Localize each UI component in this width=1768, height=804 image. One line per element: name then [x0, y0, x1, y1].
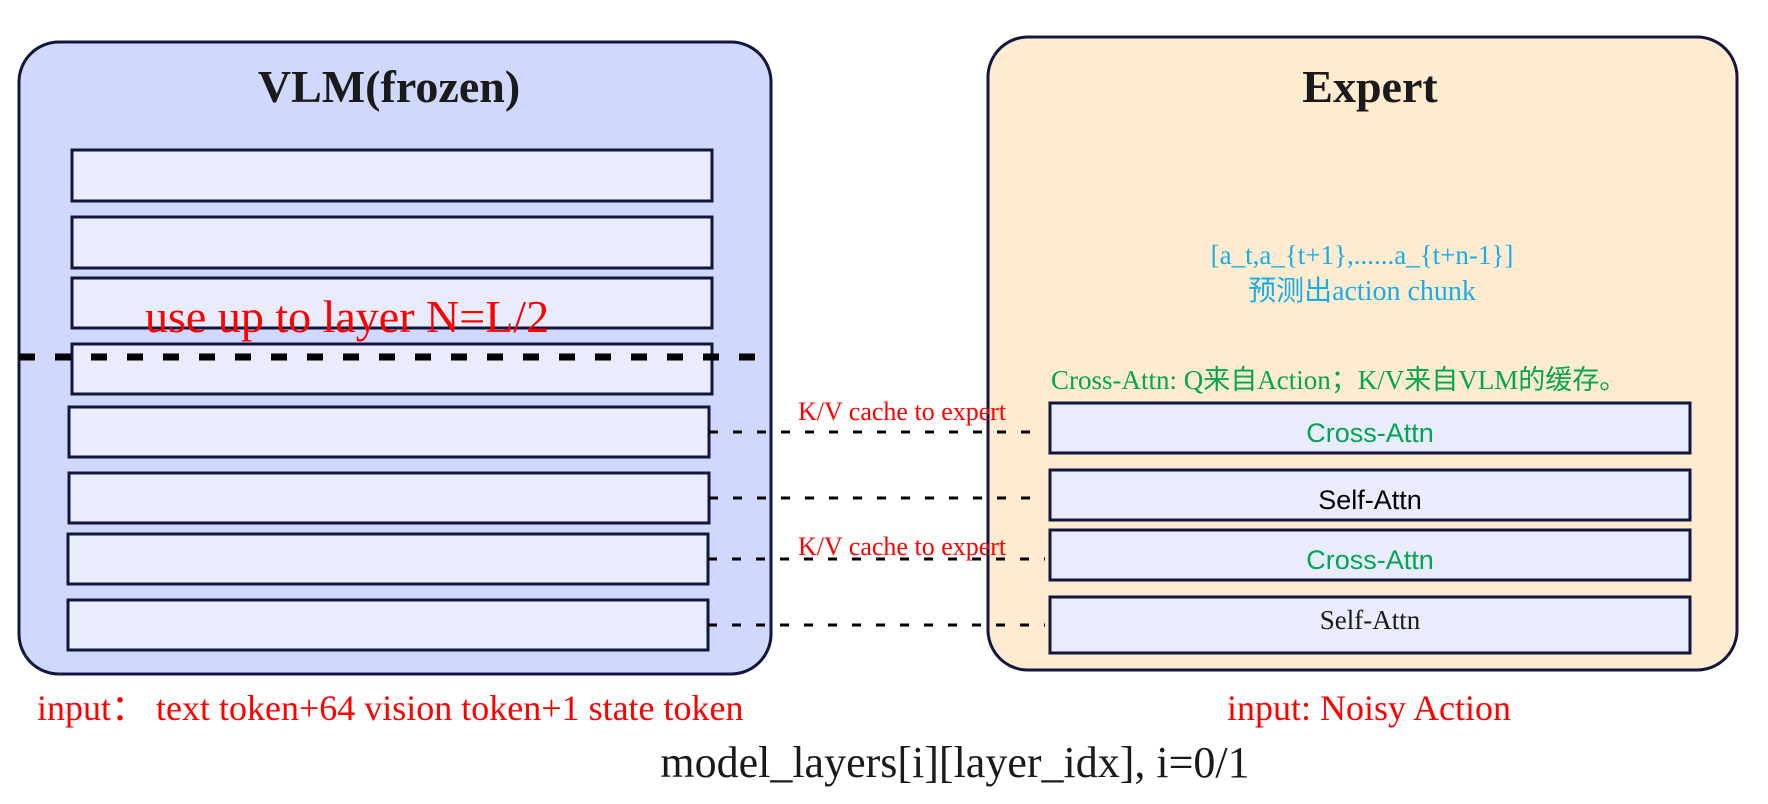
vlm-input-label: input： text token+64 vision token+1 stat… [37, 688, 744, 728]
kv-cache-label-2: K/V cache to expert [798, 532, 1007, 561]
expert-layer-1-label: Cross-Attn [1306, 418, 1434, 448]
expert-panel: Expert [a_t,a_{t+1},......a_{t+n-1}] 预测出… [986, 35, 1739, 672]
vlm-layer-6 [67, 471, 711, 525]
expert-input-label: input: Noisy Action [1227, 688, 1511, 728]
expert-layer-4-label: Self-Attn [1320, 605, 1421, 635]
vlm-layer-8 [66, 598, 710, 652]
expert-layer-4 [1048, 595, 1692, 655]
vlm-layer-3 [70, 276, 714, 330]
layer-cutoff-label: use up to layer N=L/2 [145, 291, 549, 342]
diagram-caption: model_layers[i][layer_idx], i=0/1 [660, 738, 1249, 787]
vlm-layer-5 [67, 405, 711, 459]
kv-connections: K/V cache to expert K/V cache to expert [708, 397, 1045, 627]
vlm-layer-4 [70, 342, 714, 396]
vlm-title: VLM(frozen) [258, 61, 520, 112]
prediction-line-2: 预测出action chunk [1248, 275, 1476, 307]
vlm-panel: VLM(frozen) use up to layer N=L/2 [17, 40, 773, 676]
expert-title: Expert [1302, 61, 1438, 112]
kv-cache-label-1: K/V cache to expert [798, 397, 1007, 426]
vlm-layer-2 [70, 215, 714, 270]
expert-layer-3 [1048, 528, 1692, 582]
expert-layer-3-label: Cross-Attn [1306, 545, 1434, 575]
expert-layer-2-label: Self-Attn [1318, 485, 1422, 515]
vlm-layer-1 [70, 148, 714, 203]
cross-attn-note: Cross-Attn: Q来自Action；K/V来自VLM的缓存。 [1051, 365, 1626, 395]
expert-layer-2 [1048, 468, 1692, 522]
prediction-line-1: [a_t,a_{t+1},......a_{t+n-1}] [1211, 240, 1514, 270]
vlm-layer-7 [66, 532, 710, 586]
expert-layer-1 [1048, 401, 1692, 455]
